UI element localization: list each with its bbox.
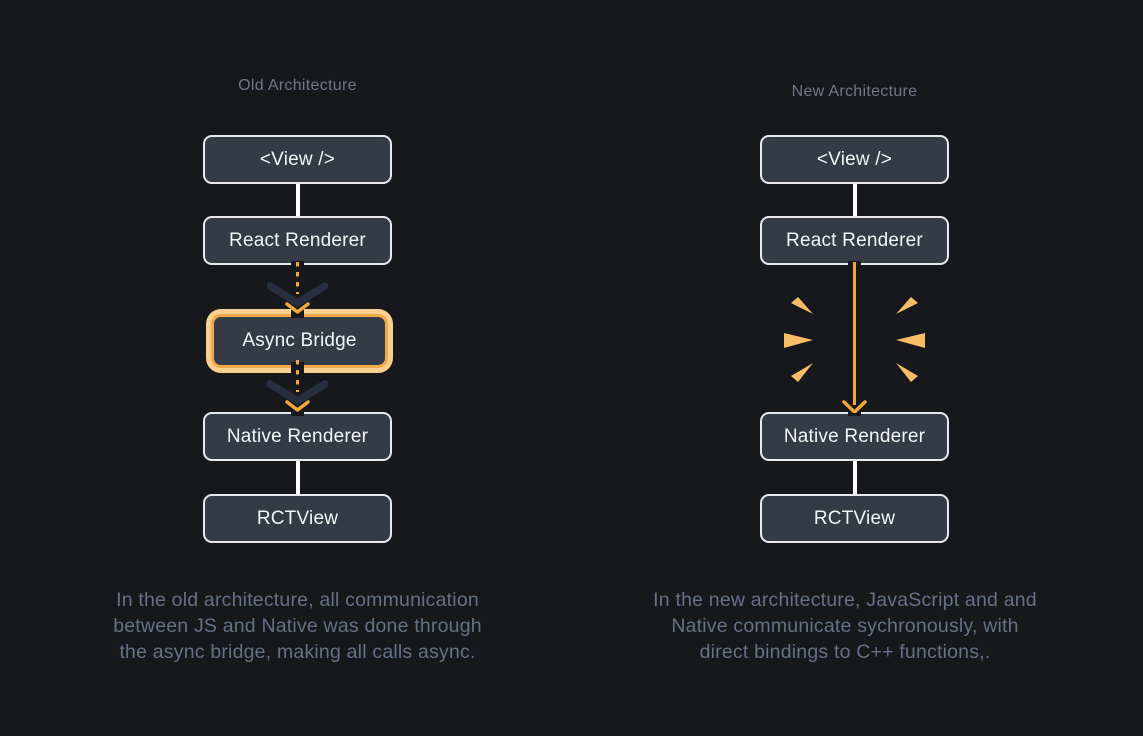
node-native-renderer-new: Native Renderer <box>760 412 949 461</box>
old-architecture-title: Old Architecture <box>238 77 357 94</box>
node-rctview-old: RCTView <box>203 494 392 543</box>
node-rctview-new: RCTView <box>760 494 949 543</box>
caption-line: In the new architecture, JavaScript and … <box>653 589 1037 611</box>
node-native-renderer-old: Native Renderer <box>203 412 392 461</box>
emphasis-burst-icon <box>784 297 925 382</box>
node-view-old: <View /> <box>203 135 392 184</box>
caption-line: the async bridge, making all calls async… <box>119 641 476 663</box>
new-architecture-caption: In the new architecture, JavaScript and … <box>625 587 1065 665</box>
dashed-down-arrow-icon <box>267 262 328 314</box>
border-notch <box>291 409 304 416</box>
new-architecture-title: New Architecture <box>791 83 918 100</box>
border-notch <box>291 362 304 374</box>
old-architecture-caption: In the old architecture, all communicati… <box>85 587 510 665</box>
caption-line: between JS and Native was done through <box>113 615 482 637</box>
connector-line <box>295 184 300 217</box>
connector-line <box>295 461 300 495</box>
caption-line: Native communicate sychronously, with <box>671 615 1019 637</box>
connector-line <box>852 184 857 217</box>
solid-down-arrow-icon <box>842 262 867 413</box>
caption-line: In the old architecture, all communicati… <box>116 589 479 611</box>
caption-line: direct bindings to C++ functions,. <box>699 641 991 663</box>
connector-line <box>852 461 857 495</box>
dashed-down-arrow-icon <box>267 360 328 412</box>
node-view-new: <View /> <box>760 135 949 184</box>
node-react-renderer-new: React Renderer <box>760 216 949 265</box>
node-react-renderer-old: React Renderer <box>203 216 392 265</box>
